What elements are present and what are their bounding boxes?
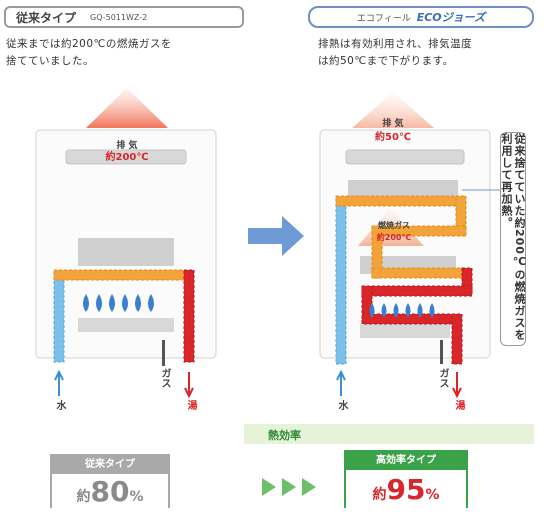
left-cold-water-pipe <box>53 269 65 363</box>
model-number: GQ-5011WZ-2 <box>90 12 148 22</box>
left-hot-water-out-arrow <box>184 372 194 399</box>
efficiency-section-band: 熱効率 <box>244 424 534 444</box>
left-gas-inlet <box>162 340 165 366</box>
right-exhaust-vent <box>345 149 465 165</box>
combustion-gas-label: 燃焼ガス <box>378 221 410 230</box>
combustion-gas-temp: 約200℃ <box>376 233 412 242</box>
eco-jozu-logo: ECOジョーズ <box>416 11 486 24</box>
reuse-callout: 従来捨てていた約200℃の燃焼ガスを利用して再加熱。 <box>500 132 526 346</box>
right-water-label: 水 <box>336 400 347 410</box>
right-gas-label: ガス <box>437 368 448 388</box>
comparison-arrow <box>248 216 304 256</box>
conventional-efficiency-value: 約80% <box>52 474 168 508</box>
conventional-efficiency-label: 従来タイプ <box>52 456 168 474</box>
right-exhaust-label: 排 気 <box>382 119 404 129</box>
left-water-in-arrow <box>54 369 64 396</box>
conventional-type-tag: 従来タイプ GQ-5011WZ-2 <box>4 6 244 28</box>
efficiency-section-label: 熱効率 <box>268 429 301 442</box>
conventional-type-name: 従来タイプ <box>16 10 77 25</box>
left-hot-water-label: 湯 <box>185 400 196 410</box>
left-hot-water-pipe <box>183 269 195 363</box>
right-exhaust-temp: 約50℃ <box>374 132 412 143</box>
right-description: 排熱は有効利用され、排気温度 は約50℃まで下がります。 <box>318 38 473 67</box>
right-hot-water-out-arrow <box>452 372 462 399</box>
right-hot-water-label: 湯 <box>453 400 464 410</box>
left-flames <box>83 294 154 312</box>
left-burner-base <box>78 318 174 332</box>
left-heat-exchanger <box>78 238 174 266</box>
right-flames <box>369 303 435 318</box>
left-exhaust-plume <box>86 88 168 128</box>
right-water-in-arrow <box>336 369 346 396</box>
eco-type-tag: エコフィール ECOジョーズ <box>308 6 534 28</box>
right-cold-water-pipe <box>335 195 347 365</box>
high-efficiency-label: 高効率タイプ <box>346 452 466 470</box>
left-exhaust-vent <box>65 149 187 165</box>
right-gas-inlet <box>440 340 443 364</box>
left-description: 従来までは約200℃の燃焼ガスを 捨てていました。 <box>6 38 172 67</box>
left-exhaust-temp: 約200℃ <box>105 152 149 163</box>
left-gas-label: ガス <box>159 368 170 388</box>
left-water-label: 水 <box>54 400 65 410</box>
right-secondary-exchanger <box>348 180 458 200</box>
right-burner-base <box>360 324 450 338</box>
left-exhaust-label: 排 気 <box>116 141 138 151</box>
right-heater-unit <box>319 92 500 399</box>
brand-name: エコフィール <box>356 13 411 24</box>
left-heater-unit <box>35 88 217 399</box>
left-gas-pipe-top <box>53 269 195 281</box>
high-efficiency-card: 高効率タイプ 約95% <box>344 450 468 508</box>
efficiency-arrows <box>262 478 316 496</box>
right-exhaust-plume <box>352 92 434 128</box>
conventional-efficiency-card: 従来タイプ 約80% <box>50 454 170 508</box>
high-efficiency-value: 約95% <box>346 470 466 508</box>
